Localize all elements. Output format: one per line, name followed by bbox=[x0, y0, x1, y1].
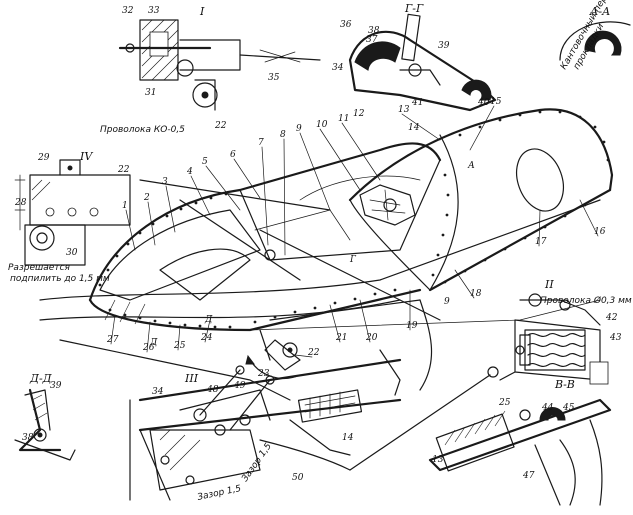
callout-25b: 25 bbox=[498, 398, 511, 408]
main-canopy bbox=[39, 108, 614, 401]
callout-49: 49 bbox=[233, 381, 246, 391]
callout-36: 36 bbox=[340, 20, 352, 30]
callout-34: 34 bbox=[332, 63, 344, 73]
section-mark-d2: Д bbox=[149, 338, 158, 348]
view-title-VV: В-В bbox=[554, 378, 575, 391]
callout-5: 5 bbox=[202, 157, 208, 167]
callout-40: 40 bbox=[477, 98, 490, 108]
callout-14: 14 bbox=[408, 123, 420, 133]
view-title-AA: А-А bbox=[589, 5, 610, 18]
view-title-III: III bbox=[184, 372, 199, 385]
view-I-detail bbox=[118, 19, 321, 111]
view-III-detail bbox=[129, 349, 402, 501]
note-gap-2: Зазор 1,5 bbox=[240, 441, 274, 483]
mounting-brackets bbox=[259, 249, 301, 371]
callout-27: 27 bbox=[106, 335, 119, 345]
callout-7: 7 bbox=[258, 138, 264, 148]
note-wire-ko: Проволока КО-0,5 bbox=[100, 125, 185, 135]
callout-15: 15 bbox=[490, 97, 502, 107]
view-AA-detail bbox=[559, 21, 631, 61]
callout-13b: 13 bbox=[432, 455, 444, 465]
note-wire-II: Проволока Ø0,3 мм bbox=[540, 295, 632, 306]
callout-29: 29 bbox=[37, 153, 50, 163]
callout-19: 19 bbox=[406, 321, 418, 331]
callout-30: 30 bbox=[66, 248, 78, 258]
view-VV-detail bbox=[428, 398, 612, 506]
rivet-rows bbox=[98, 110, 610, 329]
callout-43: 43 bbox=[609, 333, 622, 343]
callout-9b: 9 bbox=[444, 297, 450, 307]
callout-41: 41 bbox=[411, 98, 423, 108]
view-title-IV: IV bbox=[79, 150, 93, 163]
callout-22b: 22 bbox=[214, 121, 227, 131]
callout-8: 8 bbox=[280, 130, 286, 140]
callout-2: 2 bbox=[143, 193, 150, 203]
callout-22: 22 bbox=[307, 348, 320, 358]
callout-47: 47 bbox=[522, 471, 535, 481]
callout-39b: 39 bbox=[50, 381, 62, 391]
cockpit-equipment bbox=[359, 184, 416, 226]
callout-34b: 34 bbox=[152, 387, 164, 397]
callout-33: 33 bbox=[148, 6, 160, 16]
callout-16: 16 bbox=[594, 227, 606, 237]
callout-10: 10 bbox=[316, 120, 328, 130]
callout-48: 48 bbox=[206, 385, 219, 395]
view-DD-detail bbox=[14, 388, 76, 461]
note-allow-2: подпилить до 1,5 мм bbox=[10, 274, 110, 284]
view-title-DD: Д-Д bbox=[29, 372, 53, 385]
callout-42: 42 bbox=[605, 313, 618, 323]
section-mark-a: А bbox=[467, 161, 475, 171]
callout-35: 35 bbox=[268, 73, 280, 83]
view-GG-detail bbox=[348, 13, 497, 112]
callout-4: 4 bbox=[186, 167, 193, 177]
note-gap-1: Зазор 1,5 bbox=[197, 484, 243, 503]
callout-1: 1 bbox=[122, 201, 128, 211]
callout-31: 31 bbox=[145, 88, 156, 98]
callout-17: 17 bbox=[535, 237, 547, 247]
callout-13: 13 bbox=[398, 105, 410, 115]
callout-37: 37 bbox=[366, 35, 378, 45]
section-mark-d1: Д bbox=[204, 315, 213, 325]
callout-24: 24 bbox=[200, 333, 213, 343]
callout-22c: 22 bbox=[117, 165, 130, 175]
callout-20: 20 bbox=[365, 333, 378, 343]
callout-25: 25 bbox=[173, 341, 186, 351]
callout-38b: 38 bbox=[22, 433, 34, 443]
view-title-GG: Г-Г bbox=[404, 2, 424, 15]
note-allow-1: Разрешается bbox=[8, 263, 70, 273]
callout-39: 39 bbox=[438, 41, 450, 51]
callout-45: 45 bbox=[562, 403, 575, 413]
callout-14b: 14 bbox=[342, 433, 354, 443]
callout-21: 21 bbox=[335, 333, 347, 343]
view-II-detail bbox=[499, 293, 609, 385]
callout-11: 11 bbox=[338, 114, 349, 124]
callout-44: 44 bbox=[541, 403, 554, 413]
callout-32: 32 bbox=[122, 6, 134, 16]
callout-9: 9 bbox=[296, 124, 302, 134]
callout-3: 3 bbox=[162, 177, 168, 187]
callout-18: 18 bbox=[470, 289, 482, 299]
callout-6: 6 bbox=[230, 150, 236, 160]
section-mark-g: Г bbox=[349, 255, 357, 265]
leader-lines bbox=[110, 105, 599, 358]
callout-26: 26 bbox=[142, 343, 155, 353]
callout-12: 12 bbox=[353, 109, 365, 119]
view-title-II: II bbox=[544, 278, 554, 291]
callout-50: 50 bbox=[292, 473, 304, 483]
callout-38: 38 bbox=[368, 26, 380, 36]
view-IV-detail bbox=[14, 159, 131, 266]
callout-28: 28 bbox=[14, 198, 27, 208]
view-title-I: I bbox=[199, 5, 205, 18]
callout-numbers: 1 2 3 4 5 6 7 8 9 9 10 11 12 13 13 14 14… bbox=[14, 6, 622, 483]
callout-23: 23 bbox=[257, 369, 270, 379]
